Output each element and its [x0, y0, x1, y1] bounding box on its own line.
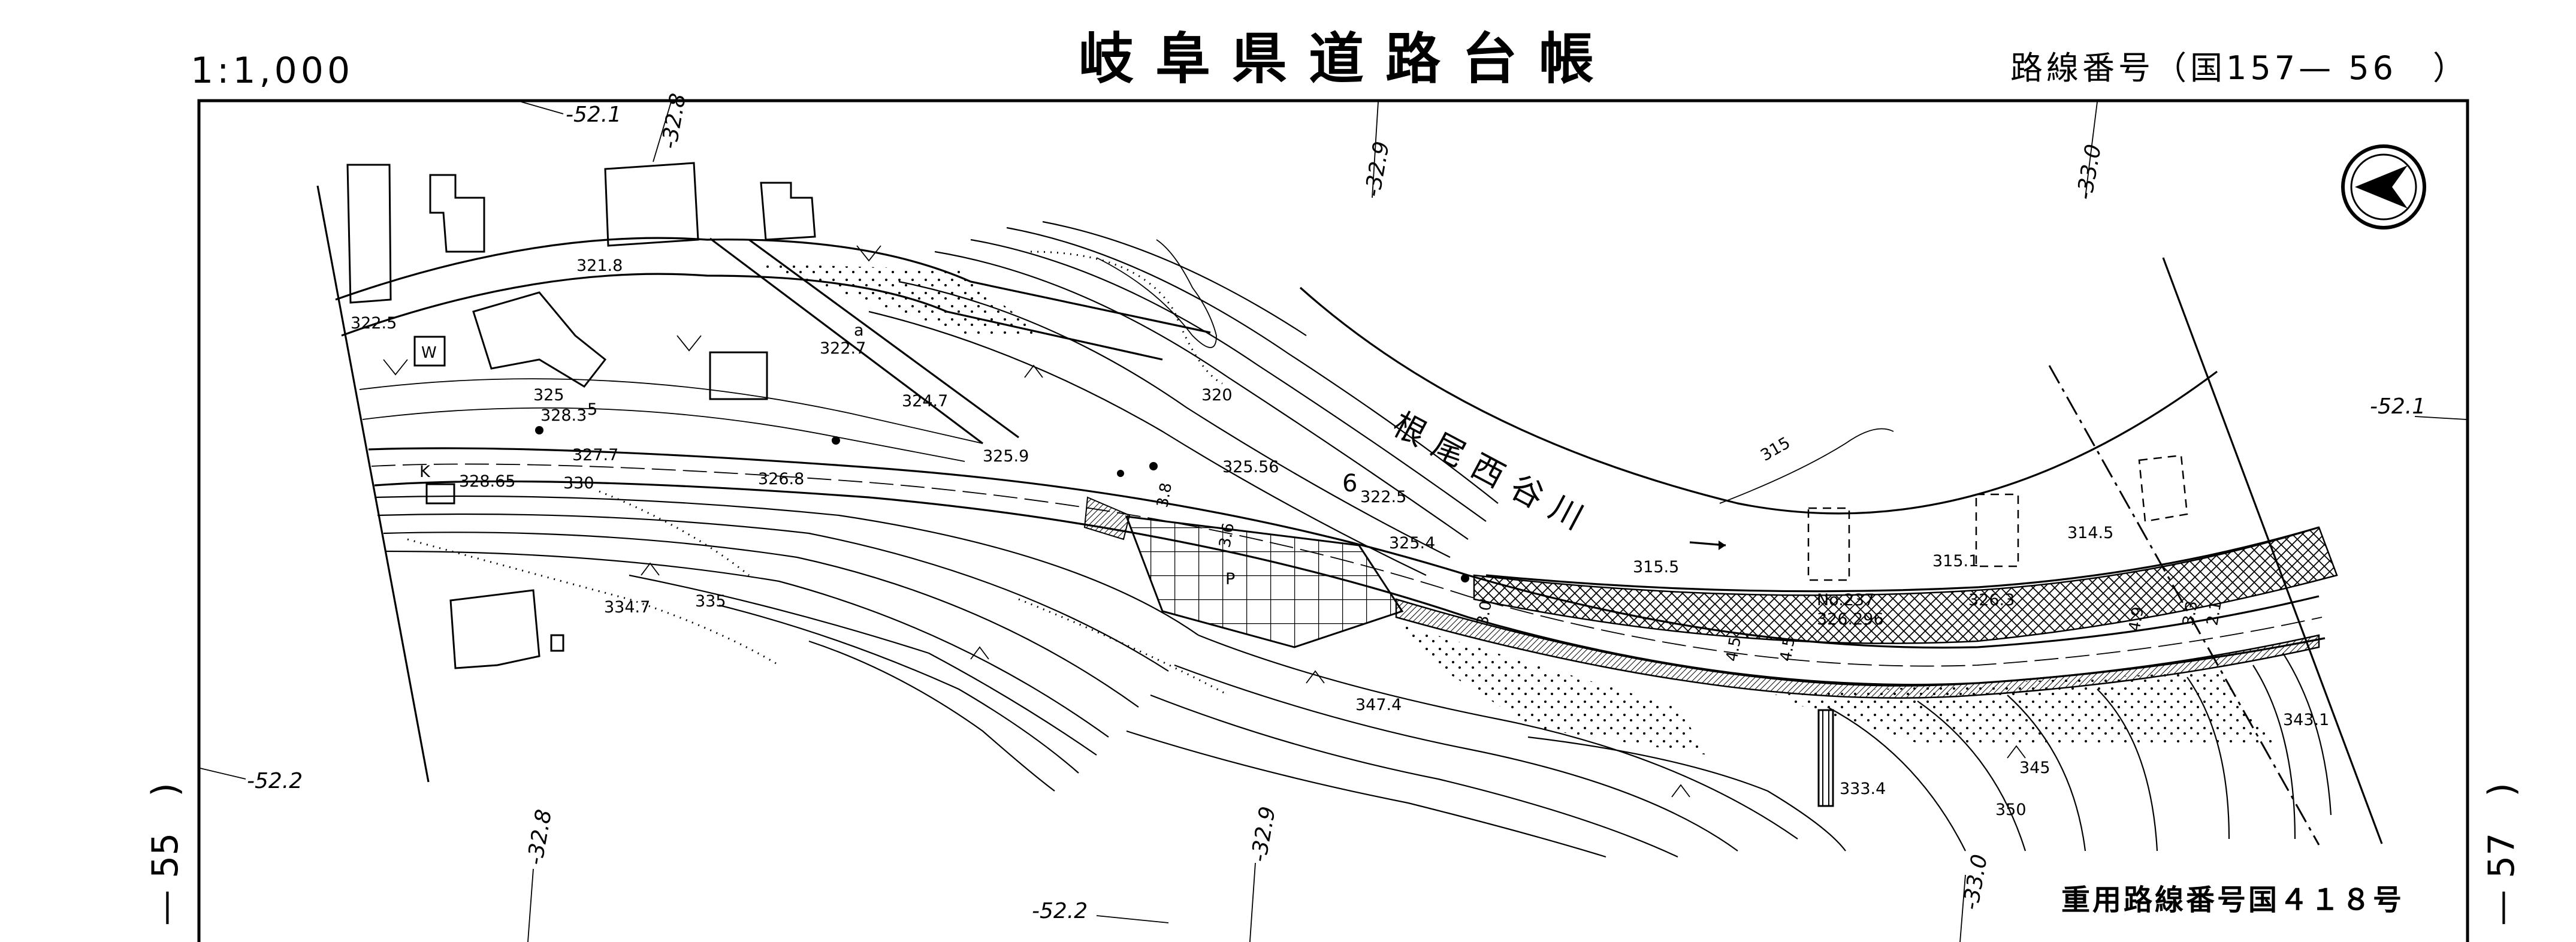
- survey-points: [535, 426, 1469, 582]
- svg-text:315.1: 315.1: [1932, 552, 1979, 570]
- svg-text:322.5: 322.5: [351, 314, 397, 333]
- revetment: [1473, 526, 2338, 644]
- svg-text:326.3: 326.3: [1968, 591, 2015, 609]
- grid-label-bottom-3: -52.2: [1032, 899, 1088, 923]
- planned-building: [1807, 507, 1850, 581]
- station-distance: 326.296: [1817, 610, 1884, 629]
- building: [760, 182, 816, 241]
- grid-label-bottom-4: -33.0: [1958, 853, 1992, 912]
- building: [604, 162, 699, 247]
- svg-text:328.65: 328.65: [459, 472, 515, 491]
- parking-area: [1125, 515, 1404, 648]
- well-box: [413, 336, 446, 367]
- svg-text:3.8: 3.8: [1153, 481, 1176, 509]
- svg-text:315.5: 315.5: [1633, 558, 1679, 576]
- svg-text:2.1: 2.1: [2203, 599, 2225, 627]
- svg-text:320: 320: [1201, 386, 1233, 404]
- contours-south: [374, 495, 2332, 858]
- svg-text:4.9: 4.9: [2125, 605, 2148, 633]
- svg-text:322.7: 322.7: [820, 339, 866, 358]
- station-number: No.237: [1817, 591, 1874, 609]
- svg-text:334.7: 334.7: [604, 598, 650, 617]
- river-bank-north: [1299, 286, 2218, 515]
- building: [709, 351, 768, 400]
- svg-text:350: 350: [1995, 801, 2027, 819]
- svg-text:325.4: 325.4: [1389, 534, 1435, 552]
- grid-label-top-4: -33.0: [2072, 143, 2106, 202]
- parking-symbol: P: [1225, 570, 1235, 588]
- svg-text:4.5: 4.5: [1723, 635, 1745, 663]
- grid-label-left: -52.2: [247, 769, 303, 793]
- svg-text:4.5: 4.5: [1777, 635, 1799, 663]
- planned-building: [2138, 454, 2188, 523]
- svg-text:327.7: 327.7: [572, 446, 618, 464]
- svg-text:325: 325: [533, 386, 564, 404]
- retaining-wall: [1395, 598, 2320, 699]
- svg-text:321.8: 321.8: [576, 256, 623, 275]
- svg-text:3.6: 3.6: [1216, 521, 1238, 549]
- svg-text:5: 5: [587, 400, 597, 419]
- svg-text:333.4: 333.4: [1840, 780, 1886, 798]
- svg-text:314.5: 314.5: [2067, 524, 2113, 542]
- grid-label-bottom-2: -32.9: [1246, 805, 1281, 864]
- svg-text:325.56: 325.56: [1222, 458, 1279, 476]
- svg-text:343.1: 343.1: [2283, 711, 2329, 729]
- svg-text:322.5: 322.5: [1360, 488, 1406, 506]
- grid-label-bottom-1: -32.8: [523, 808, 557, 867]
- route-number: 路線番号（国157— 56 ）: [2010, 49, 2469, 87]
- svg-text:347.4: 347.4: [1355, 696, 1402, 714]
- scale-label: 1:1,000: [191, 50, 354, 92]
- width-labels: 3.6 3.8 3.0 4.5 4.5 4.9 3.3 2.1: [1153, 481, 2225, 663]
- svg-text:335: 335: [695, 592, 726, 611]
- building: [550, 634, 564, 652]
- river-bank-south: [1485, 526, 2320, 593]
- svg-text:330: 330: [563, 474, 594, 493]
- building: [346, 164, 392, 304]
- building: [425, 483, 455, 505]
- grid-label-top-1: -52.1: [566, 102, 621, 127]
- planned-building: [1975, 493, 2019, 567]
- well-symbol: W: [421, 344, 437, 362]
- route-code: 6: [1342, 470, 1357, 497]
- svg-text:325.9: 325.9: [983, 447, 1029, 466]
- svg-text:3.3: 3.3: [2179, 599, 2201, 627]
- grid-label-right: -52.1: [2370, 394, 2426, 419]
- road-centerline: [371, 463, 2323, 667]
- grid-ticks: [200, 101, 2467, 942]
- benchmark-symbol: K: [419, 463, 431, 481]
- vegetation-symbols: [383, 245, 2026, 798]
- svg-text:345: 345: [2019, 759, 2050, 777]
- sheet-number-left: — 55 ): [144, 783, 186, 926]
- road-edge-north: [368, 447, 2320, 649]
- svg-text:3.0: 3.0: [1473, 599, 1496, 627]
- elevation-labels: 321.8 322.5 322.7 325 328.3 5 324.7 327.…: [351, 256, 2329, 819]
- contours-north: [868, 221, 1499, 576]
- building: [472, 291, 607, 388]
- north-arrow-icon: [2341, 144, 2426, 230]
- map-frame: [197, 99, 2469, 942]
- sheet-number-right: — 57 ): [2481, 783, 2523, 926]
- building: [429, 174, 485, 253]
- culvert: [1817, 709, 1834, 807]
- page-title: 岐阜県道路台帳: [1079, 27, 1615, 91]
- grid-label-top-3: -32.9: [1360, 140, 1394, 199]
- svg-text:326.8: 326.8: [758, 470, 804, 488]
- section-line: [2048, 365, 2320, 846]
- svg-text:315: 315: [1757, 433, 1793, 465]
- svg-text:324.7: 324.7: [902, 392, 948, 410]
- svg-text:328.3: 328.3: [540, 406, 587, 425]
- overlap-route-label: 重用路線番号国４１８号: [2061, 883, 2404, 917]
- alley-symbol: a: [854, 321, 864, 340]
- map-content: W P: [316, 162, 2383, 858]
- building: [449, 589, 540, 669]
